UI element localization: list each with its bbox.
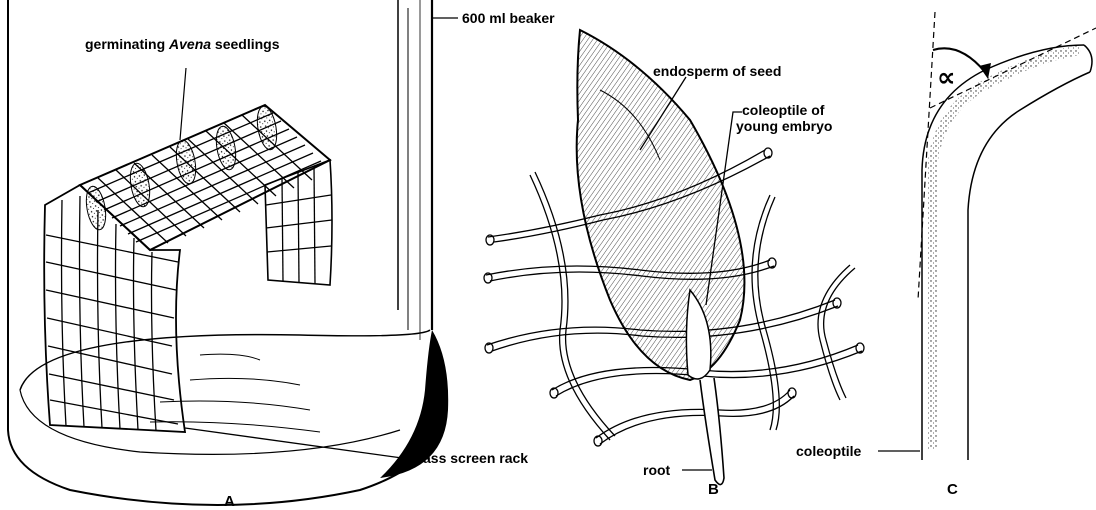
coleoptile-label: coleoptile bbox=[796, 443, 862, 459]
coleoptile-embryo-label-line1: coleoptile of bbox=[742, 102, 825, 118]
panel-b-letter: B bbox=[708, 481, 719, 498]
rack-label: brass screen rack bbox=[409, 450, 528, 466]
panel-a-leaders bbox=[185, 18, 458, 458]
panel-a: germinating Avena seedlings 600 ml beake… bbox=[8, 0, 555, 510]
panel-c-letter: C bbox=[947, 481, 958, 498]
root-label: root bbox=[643, 462, 671, 478]
seedlings-label: germinating Avena seedlings bbox=[85, 36, 280, 52]
panel-b: endosperm of seed coleoptile of young em… bbox=[484, 30, 864, 498]
panel-c: ∝ coleoptile C bbox=[796, 12, 1096, 498]
angle-alpha-symbol: ∝ bbox=[937, 62, 956, 92]
seed-drawing bbox=[577, 30, 745, 485]
coleoptile-embryo-label-line2: young embryo bbox=[736, 118, 832, 134]
endosperm-label: endosperm of seed bbox=[653, 63, 781, 79]
beaker-label: 600 ml beaker bbox=[462, 10, 555, 26]
beaker-drawing bbox=[8, 0, 448, 505]
panel-a-letter: A bbox=[224, 493, 235, 510]
